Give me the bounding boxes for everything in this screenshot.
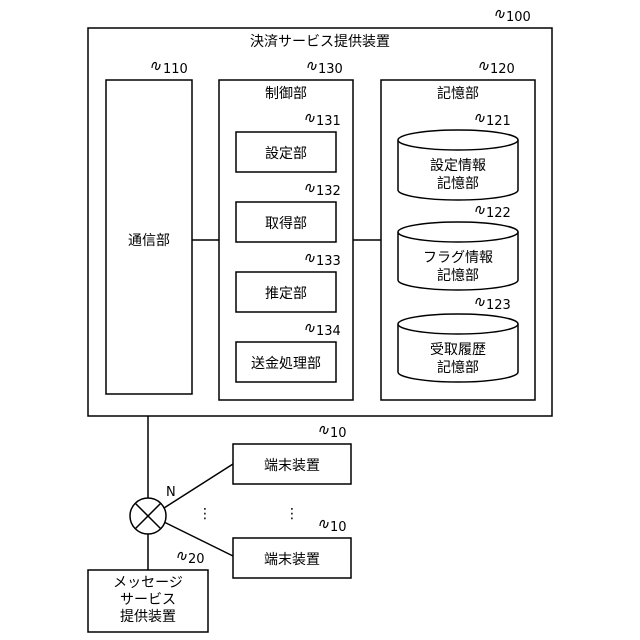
ref-squiggle [178,552,186,559]
ref-120: 120 [490,62,515,77]
ref-100: 100 [506,10,531,25]
message-service-label-1: メッセージ [113,575,183,591]
ref-squiggle [320,426,328,433]
ref-110: 110 [163,62,188,77]
ref-10-a: 10 [330,426,347,441]
receipt-history-storage-label-1: 受取履歴 [430,342,486,358]
ref-squiggle [496,10,504,17]
ref-squiggle [320,520,328,527]
acquisition-unit-label: 取得部 [265,215,307,232]
ref-133: 133 [316,254,341,269]
ref-131: 131 [316,114,341,129]
ref-132: 132 [316,184,341,199]
control-unit-label: 制御部 [265,86,307,102]
terminal-device-label-1: 端末装置 [264,458,320,474]
ref-134: 134 [316,324,341,339]
ellipsis-left: ⋮ [198,506,212,522]
terminal-device-label-2: 端末装置 [264,552,320,568]
message-service-label-2: サービス [120,592,176,608]
storage-unit-label: 記憶部 [437,85,479,102]
ellipsis-right: ⋮ [285,506,299,522]
communication-unit-label: 通信部 [128,233,170,249]
setting-unit-label: 設定部 [265,146,307,162]
network-terminal-connector-2 [164,522,233,556]
network-node-icon [130,498,166,534]
receipt-history-storage-label-2: 記憶部 [437,359,479,376]
ref-130: 130 [318,62,343,77]
ref-20: 20 [188,552,205,567]
ref-121: 121 [486,114,511,129]
ref-123: 123 [486,298,511,313]
payment-service-device-label: 決済サービス提供装置 [250,34,390,50]
flag-info-storage-label-2: 記憶部 [437,267,479,284]
estimation-unit-label: 推定部 [265,286,307,302]
ref-122: 122 [486,206,511,221]
flag-info-storage-label-1: フラグ情報 [423,250,493,266]
ref-10-b: 10 [330,520,347,535]
message-service-label-3: 提供装置 [120,609,176,625]
setting-info-storage-label-2: 記憶部 [437,175,479,192]
setting-info-storage-label-1: 設定情報 [430,158,486,174]
network-label: N [166,485,176,500]
remittance-unit-label: 送金処理部 [251,356,321,372]
